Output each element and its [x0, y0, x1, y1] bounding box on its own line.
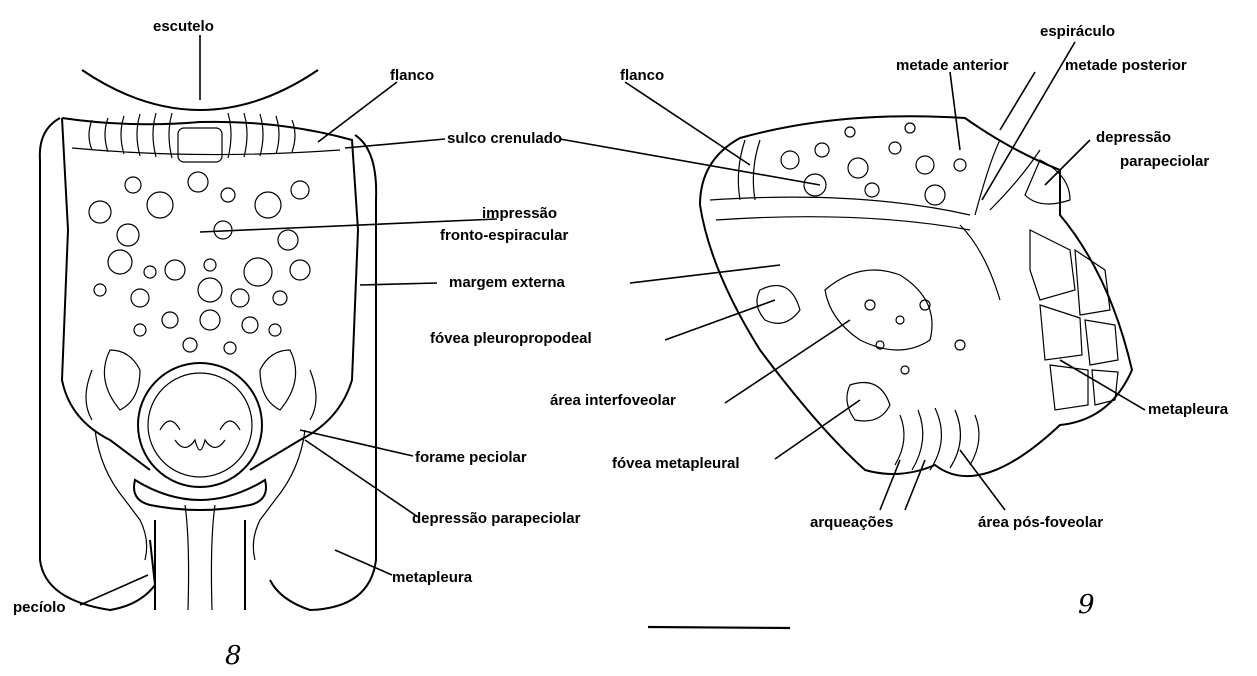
label-peciolo: pecíolo [13, 599, 66, 616]
label-escutelo: escutelo [153, 18, 214, 35]
label-depressao-line2: parapeciolar [1120, 153, 1209, 170]
label-area-interfoveolar: área interfoveolar [550, 392, 676, 409]
label-fovea-pleuropropodeal: fóvea pleuropropodeal [430, 330, 592, 347]
label-sulco-crenulado: sulco crenulado [447, 130, 562, 147]
label-metade-anterior: metade anterior [896, 57, 1009, 74]
label-depressao-line1: depressão [1096, 129, 1171, 146]
label-metapleura-9: metapleura [1148, 401, 1229, 418]
label-metade-posterior: metade posterior [1065, 57, 1187, 74]
label-forame-peciolar: forame peciolar [415, 449, 527, 466]
label-impressao-line1: impressão [482, 205, 557, 222]
label-flanco-9: flanco [620, 67, 664, 84]
figure-number-8: 8 [225, 641, 242, 671]
label-espiraculo: espiráculo [1040, 23, 1115, 40]
label-arqueacoes: arqueações [810, 514, 893, 531]
label-impressao-line2: fronto-espiracular [440, 227, 569, 244]
label-area-pos-foveolar: área pós-foveolar [978, 514, 1103, 531]
scale-bar [648, 627, 790, 628]
label-margem-externa: margem externa [449, 274, 566, 291]
label-fovea-metapleural: fóvea metapleural [612, 455, 740, 472]
figure-9-leaders [560, 42, 1145, 510]
figure-8-drawing [40, 70, 376, 610]
figure-number-9: 9 [1078, 590, 1095, 620]
label-flanco-8: flanco [390, 67, 434, 84]
label-depressao-parapeciolar-8: depressão parapeciolar [412, 510, 581, 527]
figure-9-drawing [700, 116, 1132, 476]
figure-9-labels: espiráculo metade anterior metade poster… [620, 23, 1229, 620]
label-metapleura-8: metapleura [392, 569, 473, 586]
